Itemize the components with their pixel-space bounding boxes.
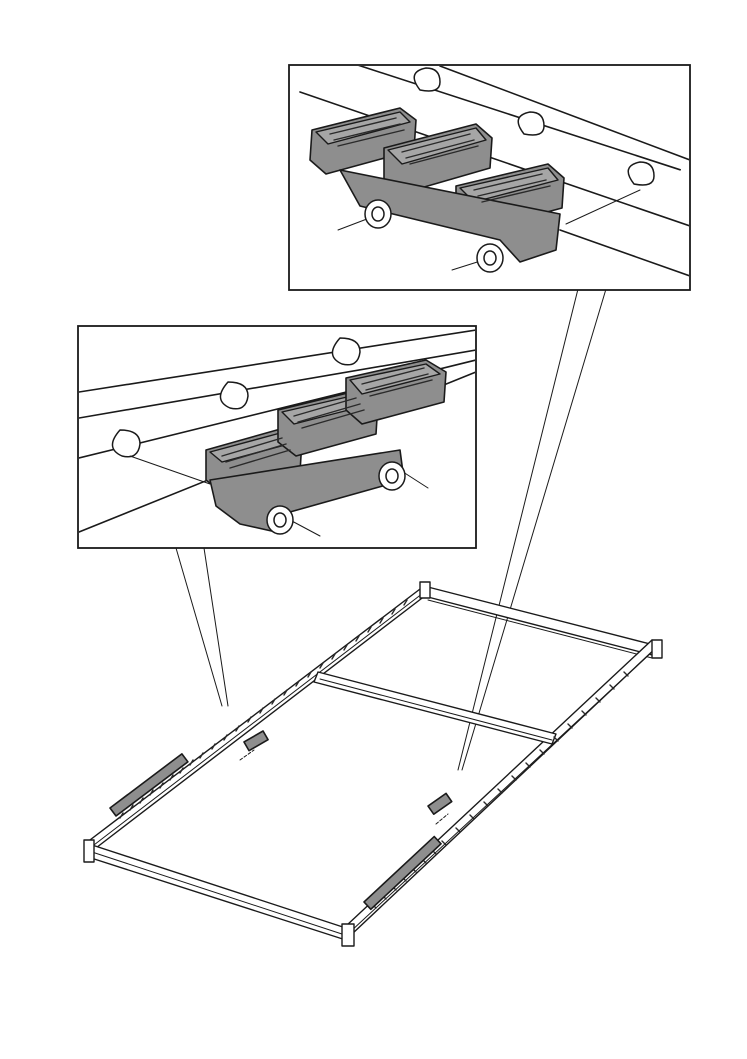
back-end-rail bbox=[424, 586, 658, 656]
slat-hook-3 bbox=[628, 162, 654, 185]
slat-hook-4 bbox=[112, 430, 140, 457]
front-end-rail bbox=[86, 843, 352, 942]
leader-line-right-b bbox=[462, 289, 606, 770]
slat-hook-6 bbox=[332, 338, 360, 365]
slat-hook-5 bbox=[220, 382, 248, 409]
right-rail-clip-strip bbox=[364, 837, 441, 910]
slat-hook-1 bbox=[414, 68, 440, 91]
leader-line-left-b bbox=[204, 548, 228, 706]
leader-line-left-a bbox=[176, 548, 222, 706]
callout-detail-right bbox=[289, 46, 690, 290]
corner-post-back-right bbox=[652, 640, 662, 658]
bed-frame bbox=[84, 582, 662, 946]
loose-clip-right bbox=[428, 793, 452, 824]
corner-post-back-left bbox=[420, 582, 430, 598]
corner-post-front-right bbox=[342, 924, 354, 946]
loose-clip-left bbox=[240, 731, 268, 760]
slat-hook-2 bbox=[518, 112, 544, 135]
middle-cross-rail bbox=[314, 672, 556, 744]
corner-post-front-left bbox=[84, 840, 94, 862]
callout-detail-left bbox=[78, 326, 476, 548]
